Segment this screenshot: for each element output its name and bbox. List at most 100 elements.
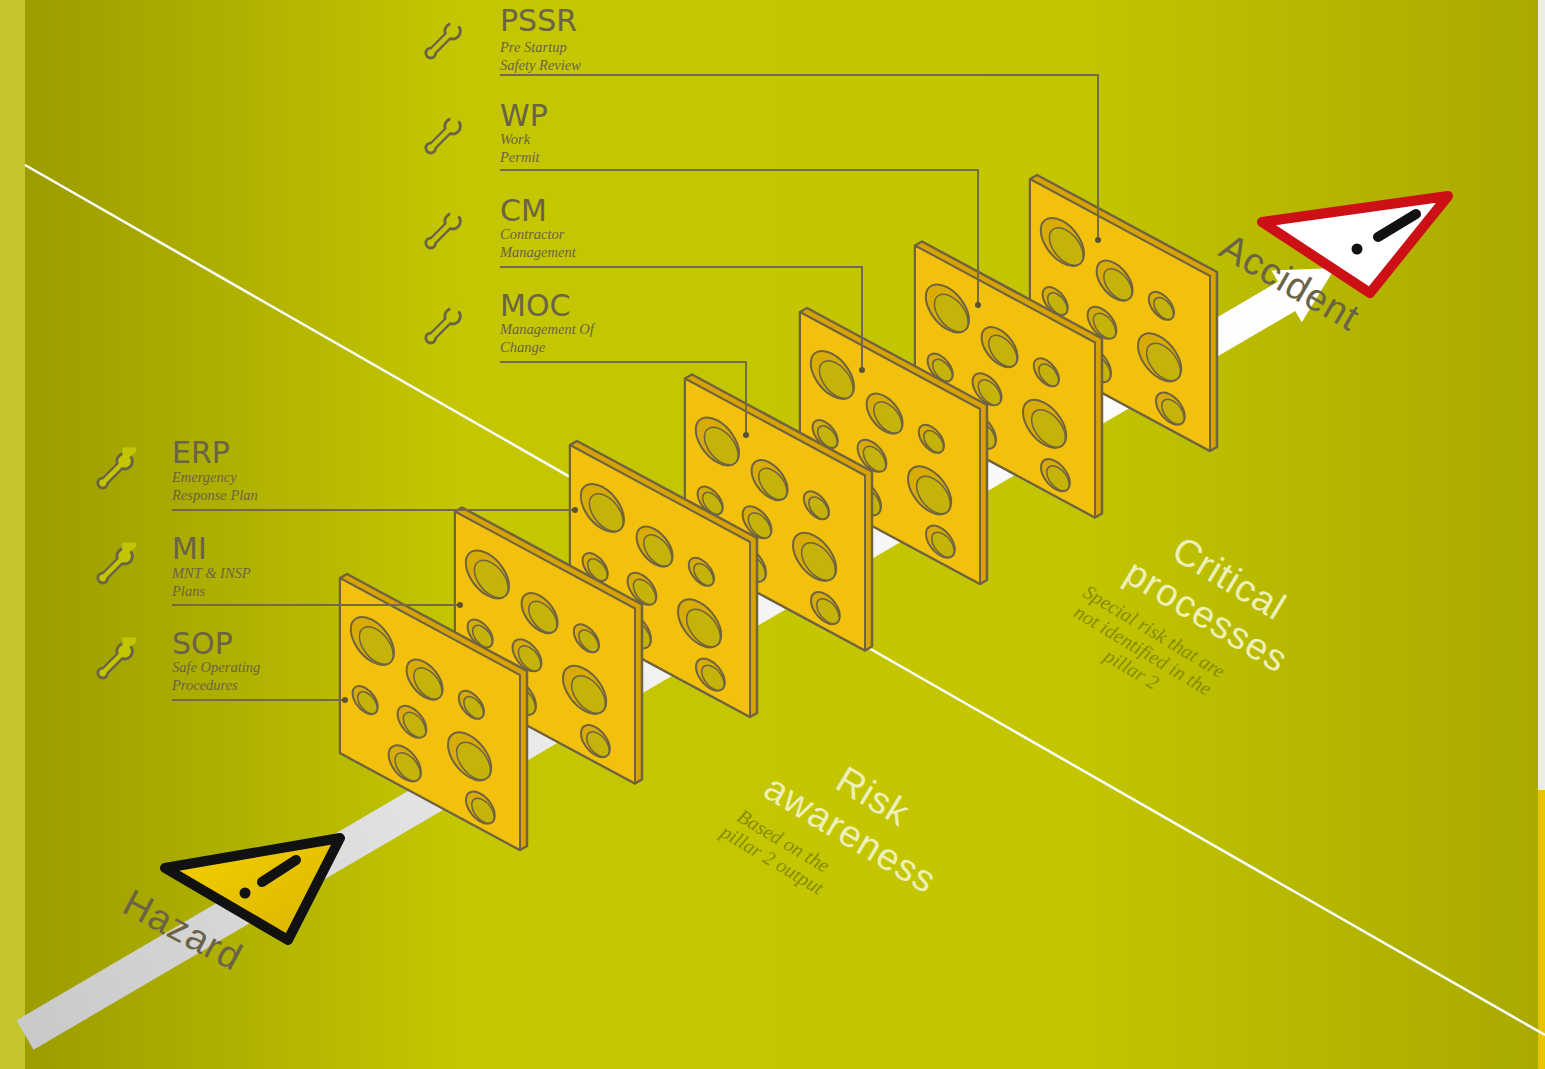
hole-inner	[587, 727, 609, 761]
hole-inner	[1104, 263, 1132, 305]
leader-line	[500, 75, 1098, 240]
cheese-hole	[563, 657, 606, 722]
left-strip	[0, 0, 25, 1069]
process-abbreviation: CM	[500, 194, 547, 227]
cheese-hole	[574, 619, 599, 657]
hole-inner	[358, 688, 378, 718]
cheese-hole	[926, 276, 969, 341]
cheese-hole	[466, 542, 509, 607]
hole-inner	[589, 487, 623, 538]
cheese-hole	[793, 524, 836, 589]
hole-inner	[687, 602, 721, 653]
cheese-hole	[1138, 325, 1181, 390]
wrench-icon	[424, 207, 464, 249]
hole-inner	[1047, 461, 1069, 495]
process-name: Emergency Response Plan	[172, 468, 272, 504]
exclamation-dot	[1352, 244, 1363, 255]
cheese-hole	[398, 700, 427, 744]
hole-inner	[572, 669, 606, 720]
process-abbreviation: PSSR	[500, 4, 577, 37]
process-name: Work Permit	[500, 130, 555, 166]
cheese-hole	[696, 409, 739, 474]
hole-inner	[874, 396, 902, 438]
process-name: Safe Operating Procedures	[172, 658, 282, 694]
hole-inner	[819, 354, 853, 405]
hole-inner	[472, 794, 494, 828]
exclamation-bar	[262, 860, 296, 882]
hole-inner	[917, 469, 951, 520]
cheese-hole	[459, 686, 484, 724]
hole-inner	[403, 708, 425, 742]
cheese-hole	[982, 320, 1018, 374]
cheese-hole	[407, 652, 443, 706]
process-name: Contractor Management	[500, 225, 600, 261]
leader-line	[172, 699, 345, 701]
leader-line	[500, 362, 746, 435]
cheese-slices	[340, 175, 1217, 850]
leader-dot	[342, 697, 348, 703]
right-strip	[1538, 0, 1545, 790]
hole-inner	[1039, 360, 1059, 390]
exclamation-bar	[1378, 214, 1416, 237]
cheese-hole	[867, 386, 903, 440]
hole-inner	[817, 594, 839, 628]
hole-inner	[989, 330, 1017, 372]
leader-dots	[342, 237, 1101, 703]
hole-inner	[1032, 403, 1066, 454]
cheese-hole	[581, 719, 610, 763]
cheese-hole	[926, 520, 955, 564]
wrench-icon	[424, 17, 464, 59]
hole-inner	[474, 554, 508, 605]
leader-lines	[172, 75, 1098, 700]
wrench-icon	[96, 542, 136, 584]
hole-inner	[395, 748, 420, 786]
hole-inner	[644, 529, 672, 571]
hole-inner	[694, 560, 714, 590]
right-strip	[1538, 790, 1545, 1069]
cheese-hole	[351, 608, 394, 673]
cheese-hole	[466, 786, 495, 830]
hole-inner	[529, 596, 557, 638]
cheese-hole	[1034, 353, 1059, 391]
leader-line	[500, 267, 862, 370]
cheese-hole	[678, 591, 721, 656]
process-name: Management Of Change	[500, 320, 600, 356]
leader-dot	[743, 432, 749, 438]
cheese-hole	[1156, 387, 1185, 431]
process-abbreviation: MI	[172, 532, 207, 565]
wrench-icon	[96, 637, 136, 679]
cheese-hole	[689, 553, 714, 591]
leader-dot	[457, 602, 463, 608]
hole-inner	[359, 620, 393, 671]
leader-dot	[975, 302, 981, 308]
process-abbreviation: SOP	[172, 627, 233, 660]
hole-inner	[932, 528, 954, 562]
leader-line	[172, 604, 460, 606]
process-abbreviation: ERP	[172, 436, 230, 469]
wrench-icon	[424, 112, 464, 154]
hole-inner	[1154, 294, 1174, 324]
leader-line	[172, 509, 575, 511]
slice-edge	[340, 574, 527, 850]
cheese-hole	[1023, 391, 1066, 456]
hole-inner	[704, 421, 738, 472]
cheese-hole	[752, 453, 788, 507]
cheese-hole	[804, 486, 829, 524]
cheese-hole	[696, 653, 725, 697]
slice-holes	[351, 608, 495, 829]
cheese-hole	[389, 739, 421, 788]
hole-inner	[802, 536, 836, 587]
cheese-hole	[908, 458, 951, 523]
hole-inner	[1147, 336, 1181, 387]
cheese-hole	[1149, 287, 1174, 325]
hazard-path-arrow	[10, 242, 1350, 1061]
leader-dot	[1095, 237, 1101, 243]
process-name: Pre Startup Safety Review	[500, 38, 600, 74]
divider-line	[25, 165, 1545, 1035]
hole-inner	[924, 427, 944, 457]
hazard-label: Hazard	[116, 881, 249, 978]
cheese-hole	[522, 586, 558, 640]
